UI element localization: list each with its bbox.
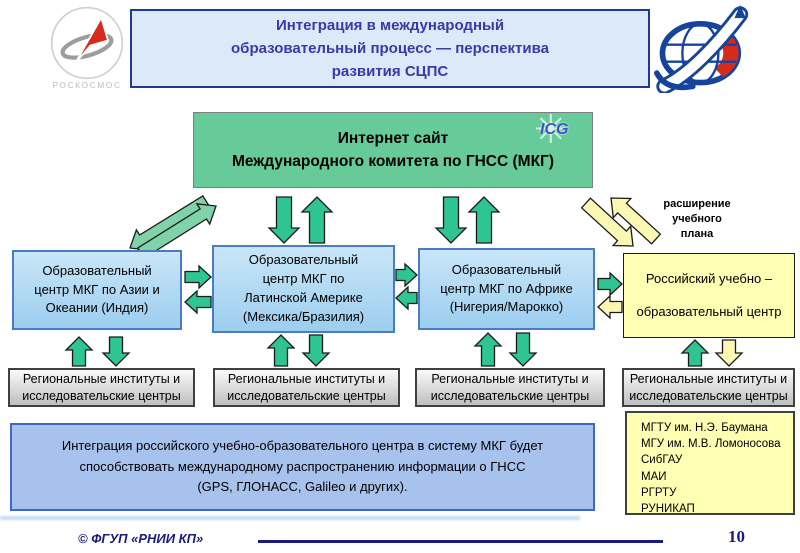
education-center-asia: Образовательный центр МКГ по Азии и Океа… [12,250,182,330]
icg-logo-text: ICG [540,121,569,138]
rniikp-logo-icon [653,4,749,95]
flow-arrow [508,332,538,367]
education-center-latam: Образовательный центр МКГ по Латинской А… [212,245,395,333]
rniikp-logo [652,3,762,95]
flow-arrow [580,197,634,247]
roscosmos-logo-icon [50,6,124,80]
university-item: РГРТУ [641,486,677,499]
university-item: СибГАУ [641,454,683,467]
flow-arrow [597,294,623,320]
regional-institutes-box-2: Региональные институты и исследовательск… [213,368,400,407]
internet-site-text: Интернет сайт Международного комитета по… [231,129,554,170]
flow-arrow [301,334,331,367]
roscosmos-logo: РОСКОСМОС [45,6,129,92]
university-item: МАИ [641,470,667,483]
regional-institutes-box-1: Региональные институты и исследовательск… [8,368,195,407]
flow-arrow [597,271,623,297]
regional-institutes-box-3: Региональные институты и исследовательск… [415,368,605,407]
flow-arrow [129,195,211,252]
flow-arrow [473,332,503,367]
flow-arrow [300,196,334,244]
flow-arrow [267,196,301,244]
footer-copyright: © ФГУП «РНИИ КП» [78,531,204,546]
page-number: 10 [728,527,745,546]
university-item: МГТУ им. Н.Э. Баумана [641,422,768,434]
university-item: МГУ им. М.В. Ломоносова [641,438,781,451]
slide-title: Интеграция в международный образовательн… [231,16,549,81]
internet-site-box: Интернет сайт Международного комитета по… [193,108,593,188]
footer-accent-strip [0,516,580,520]
slide-title-box: Интеграция в международный образовательн… [130,9,650,88]
university-item: РУНИКАП [641,503,695,516]
flow-arrow [395,262,418,288]
flow-arrow [467,196,501,244]
flow-arrow [184,264,212,290]
integration-note-box: Интеграция российского учебно-образовате… [10,423,595,511]
education-center-africa: Образовательный центр МКГ по Африке (Ниг… [418,248,595,330]
flow-arrow [434,196,468,244]
flow-arrow [395,285,418,311]
icg-logo: ✳ ICG [532,108,580,152]
flow-arrow [64,336,94,367]
icg-star-icon: ✳ [534,108,568,152]
russian-education-center-box: Российский учебно – образовательный цент… [623,253,795,338]
regional-institutes-box-4: Региональные институты и исследовательск… [622,368,795,407]
flow-arrow [266,334,296,367]
roscosmos-label: РОСКОСМОС [52,80,122,90]
flow-arrow [101,336,131,367]
flow-arrow [714,339,744,367]
flow-arrow [680,339,710,367]
footer-divider-line [258,540,663,543]
flow-arrow [184,289,212,315]
expansion-note: расширение учебного плана [663,198,731,240]
